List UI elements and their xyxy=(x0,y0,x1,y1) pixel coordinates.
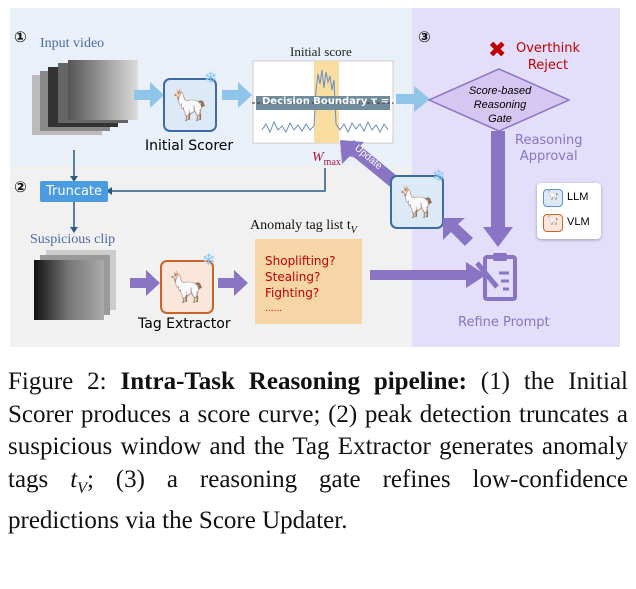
score-updater-llama-icon: 🦙 xyxy=(390,175,444,229)
suspicious-clip-label: Suspicious clip xyxy=(30,232,116,247)
caption-text: (1) the Initial Scorer produces a score … xyxy=(8,368,628,493)
arrow-right-icon xyxy=(218,270,248,296)
reject-x-icon: ✖ xyxy=(488,38,507,63)
anomaly-tag-list-title: Anomaly tag list tV xyxy=(250,218,357,236)
caption-text2: ; (3) a reasoning gate refines low-confi… xyxy=(8,465,628,535)
snowflake-icon: ❄ xyxy=(202,252,216,269)
w-label: W xyxy=(312,150,324,165)
legend-llm-label: LLM xyxy=(567,191,589,203)
tag-extractor-llama-icon: 🦙 xyxy=(160,260,214,314)
input-video-frames xyxy=(32,60,142,135)
connector-lines xyxy=(70,150,326,233)
legend-llm-icon: 🦙 xyxy=(543,189,563,207)
update-arrow xyxy=(340,140,402,190)
legend: 🦙 LLM 🦙 VLM xyxy=(537,183,601,239)
arrow-right-icon xyxy=(396,86,430,112)
suspicious-clip-frames xyxy=(34,250,116,320)
arrow-right-icon xyxy=(370,262,486,288)
caption-bold: Intra-Task Reasoning pipeline: xyxy=(120,368,467,395)
initial-score-title: Initial score xyxy=(290,44,352,59)
overthink-reject-label: Overthink Reject xyxy=(516,41,580,73)
truncate-button[interactable]: Truncate xyxy=(40,181,108,202)
score-curve-plot xyxy=(252,60,394,144)
caption-math-sub: V xyxy=(77,479,87,497)
step2-number: ② xyxy=(14,178,27,196)
caption-prefix: Figure 2: xyxy=(8,368,121,395)
initial-scorer-llama-icon: 🦙 xyxy=(163,78,217,132)
tag-item: ...... xyxy=(265,304,283,314)
legend-vlm-label: VLM xyxy=(567,216,590,228)
reasoning-approval-label: Reasoning Approval xyxy=(515,133,583,164)
clipboard-pencil-icon xyxy=(475,253,517,301)
reasoning-gate-label: Score-based Reasoning Gate xyxy=(468,85,532,125)
tag-item: Stealing? xyxy=(265,270,321,284)
w-max-label: Wmax xyxy=(312,150,341,168)
figure-caption: Figure 2: Intra-Task Reasoning pipeline:… xyxy=(8,366,628,538)
arrow-right-icon xyxy=(222,82,252,108)
snowflake-icon: ❄ xyxy=(204,70,218,87)
arrow-right-icon xyxy=(130,270,160,296)
refine-prompt-label: Refine Prompt xyxy=(458,315,550,330)
input-video-label: Input video xyxy=(40,36,105,51)
decision-boundary-label: Decision Boundary τ = 0.5 xyxy=(262,96,411,107)
tag-item: Shoplifting? xyxy=(265,254,336,268)
tag-item: Fighting? xyxy=(265,286,320,300)
max-sub: max xyxy=(323,156,341,168)
snowflake-icon: ❄ xyxy=(432,168,446,185)
arrow-down-icon xyxy=(483,131,513,247)
step3-number: ③ xyxy=(418,28,431,46)
tag-list-sub: V xyxy=(350,224,357,236)
arrow-right-icon xyxy=(134,82,164,108)
initial-scorer-label: Initial Scorer xyxy=(145,138,234,154)
anomaly-tag-note: Shoplifting? Stealing? Fighting? ...... xyxy=(255,239,362,324)
arrow-up-left-icon xyxy=(443,218,473,246)
legend-vlm-icon: 🦙 xyxy=(543,214,563,232)
caption-math: t xyxy=(70,465,78,493)
tag-list-title-text: Anomaly tag list t xyxy=(250,218,351,233)
step1-number: ① xyxy=(14,28,27,46)
tag-extractor-label: Tag Extractor xyxy=(138,316,231,332)
